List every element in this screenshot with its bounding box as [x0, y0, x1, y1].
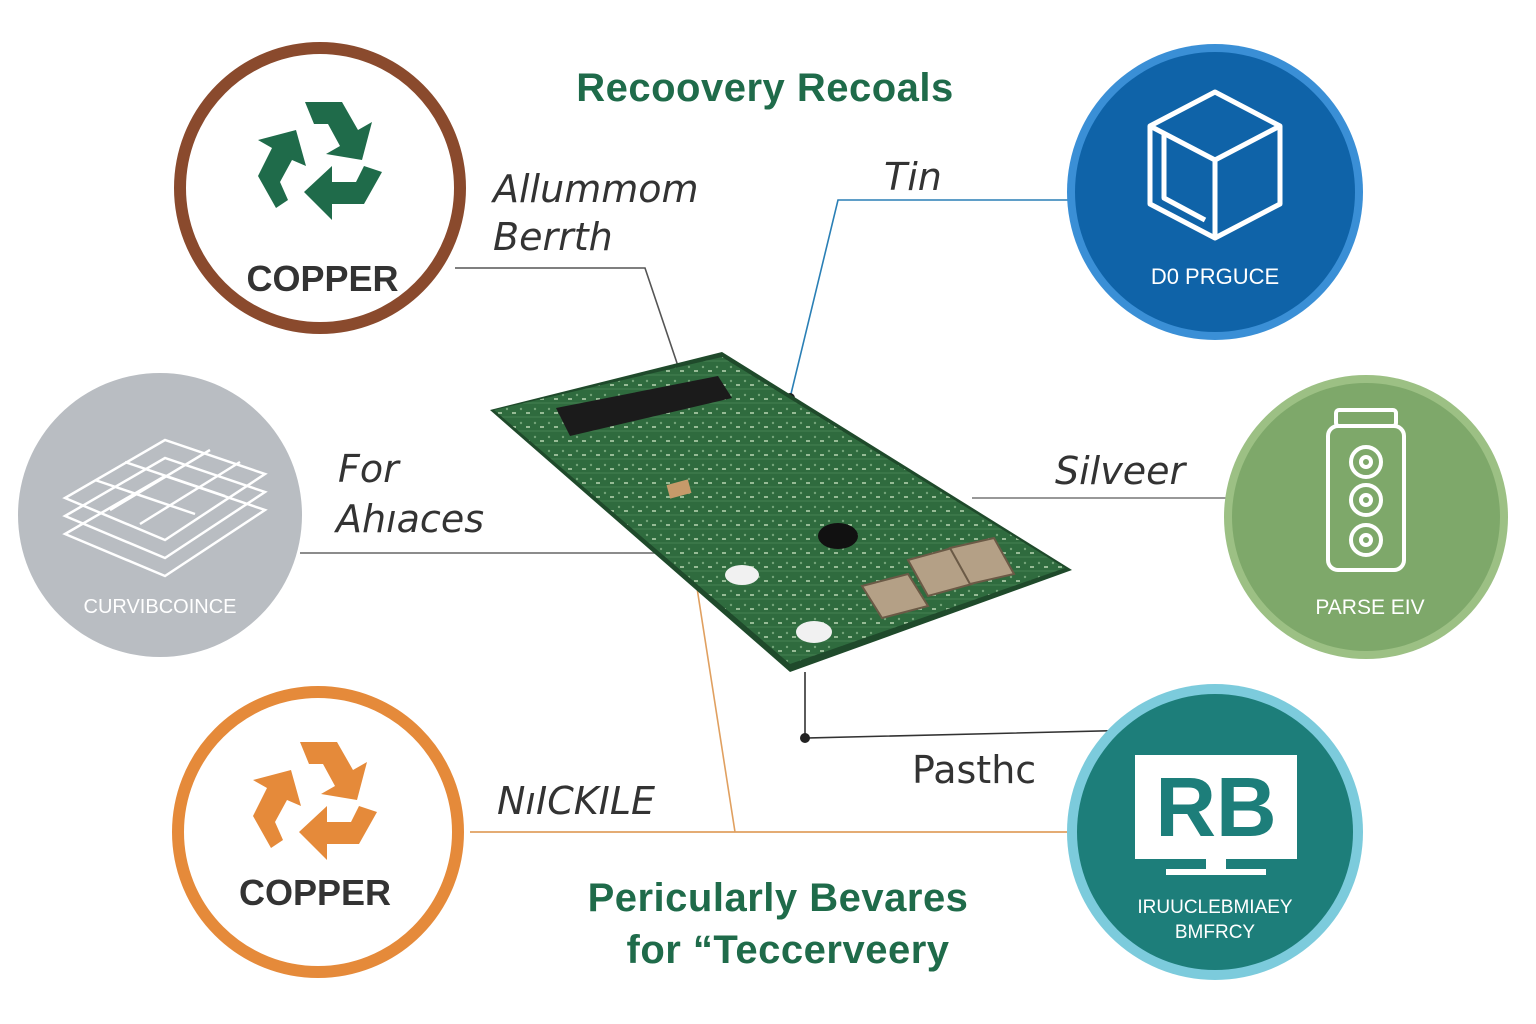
- circle-label-teal-line-1: IRUUCLEBMIAEY: [1137, 897, 1293, 918]
- connector-blocks: [860, 536, 1016, 620]
- circle-copper-bottom: [172, 686, 464, 978]
- callout-aluminum-line-2: Berrth: [493, 215, 613, 259]
- circle-label-green-right: PARSE EIV: [1315, 596, 1425, 619]
- callout-nickel: NıICKILE: [497, 779, 656, 823]
- footer-title-line-2: for “Teccerveery: [626, 928, 950, 972]
- connector-aluminum: [455, 267, 681, 373]
- circle-green-right: [1224, 375, 1508, 659]
- circle-label-gray-left: CURVIBCOINCE: [83, 596, 237, 618]
- circle-gray-left: [18, 373, 302, 657]
- monitor-icon: [1135, 755, 1297, 875]
- monitor-logo-text: RB: [1155, 760, 1277, 854]
- circle-label-copper-bottom: COPPER: [238, 872, 392, 913]
- circle-copper-top: [174, 42, 466, 334]
- footer-title-line-1: Pericularly Bevares: [587, 876, 969, 920]
- callout-silver: Silveer: [1055, 449, 1186, 493]
- circle-label-teal-line-2: BMFRCY: [1174, 922, 1256, 943]
- callout-for-line-1: For: [338, 447, 399, 491]
- processor-dot: [818, 523, 858, 549]
- resistor: [666, 479, 692, 499]
- callout-aluminum-line-1: Allummom: [493, 167, 699, 211]
- connector-tin: [789, 199, 1068, 399]
- stacked-trays-icon: [62, 438, 268, 578]
- callout-tin: Tin: [884, 155, 942, 199]
- circle-blue-top-right: [1067, 44, 1363, 340]
- chip: [556, 376, 732, 436]
- circle-label-copper-top: COPPER: [246, 258, 399, 299]
- battery-jar-icon: [1326, 408, 1406, 572]
- cube-icon: [1147, 89, 1283, 241]
- page-title: Recoovery Recoals: [576, 66, 954, 110]
- recycle-icon: [258, 102, 382, 220]
- circuit-board: [490, 352, 1072, 672]
- callout-plastic: Pasthc: [912, 748, 1037, 792]
- circle-teal-bottom-right: [1067, 684, 1363, 980]
- callout-for-line-2: Ahıaces: [336, 497, 484, 541]
- connector-board-orange: [694, 574, 736, 833]
- circle-label-blue-top-right: D0 PRGUCE: [1150, 264, 1280, 289]
- recycle-icon: [253, 742, 377, 860]
